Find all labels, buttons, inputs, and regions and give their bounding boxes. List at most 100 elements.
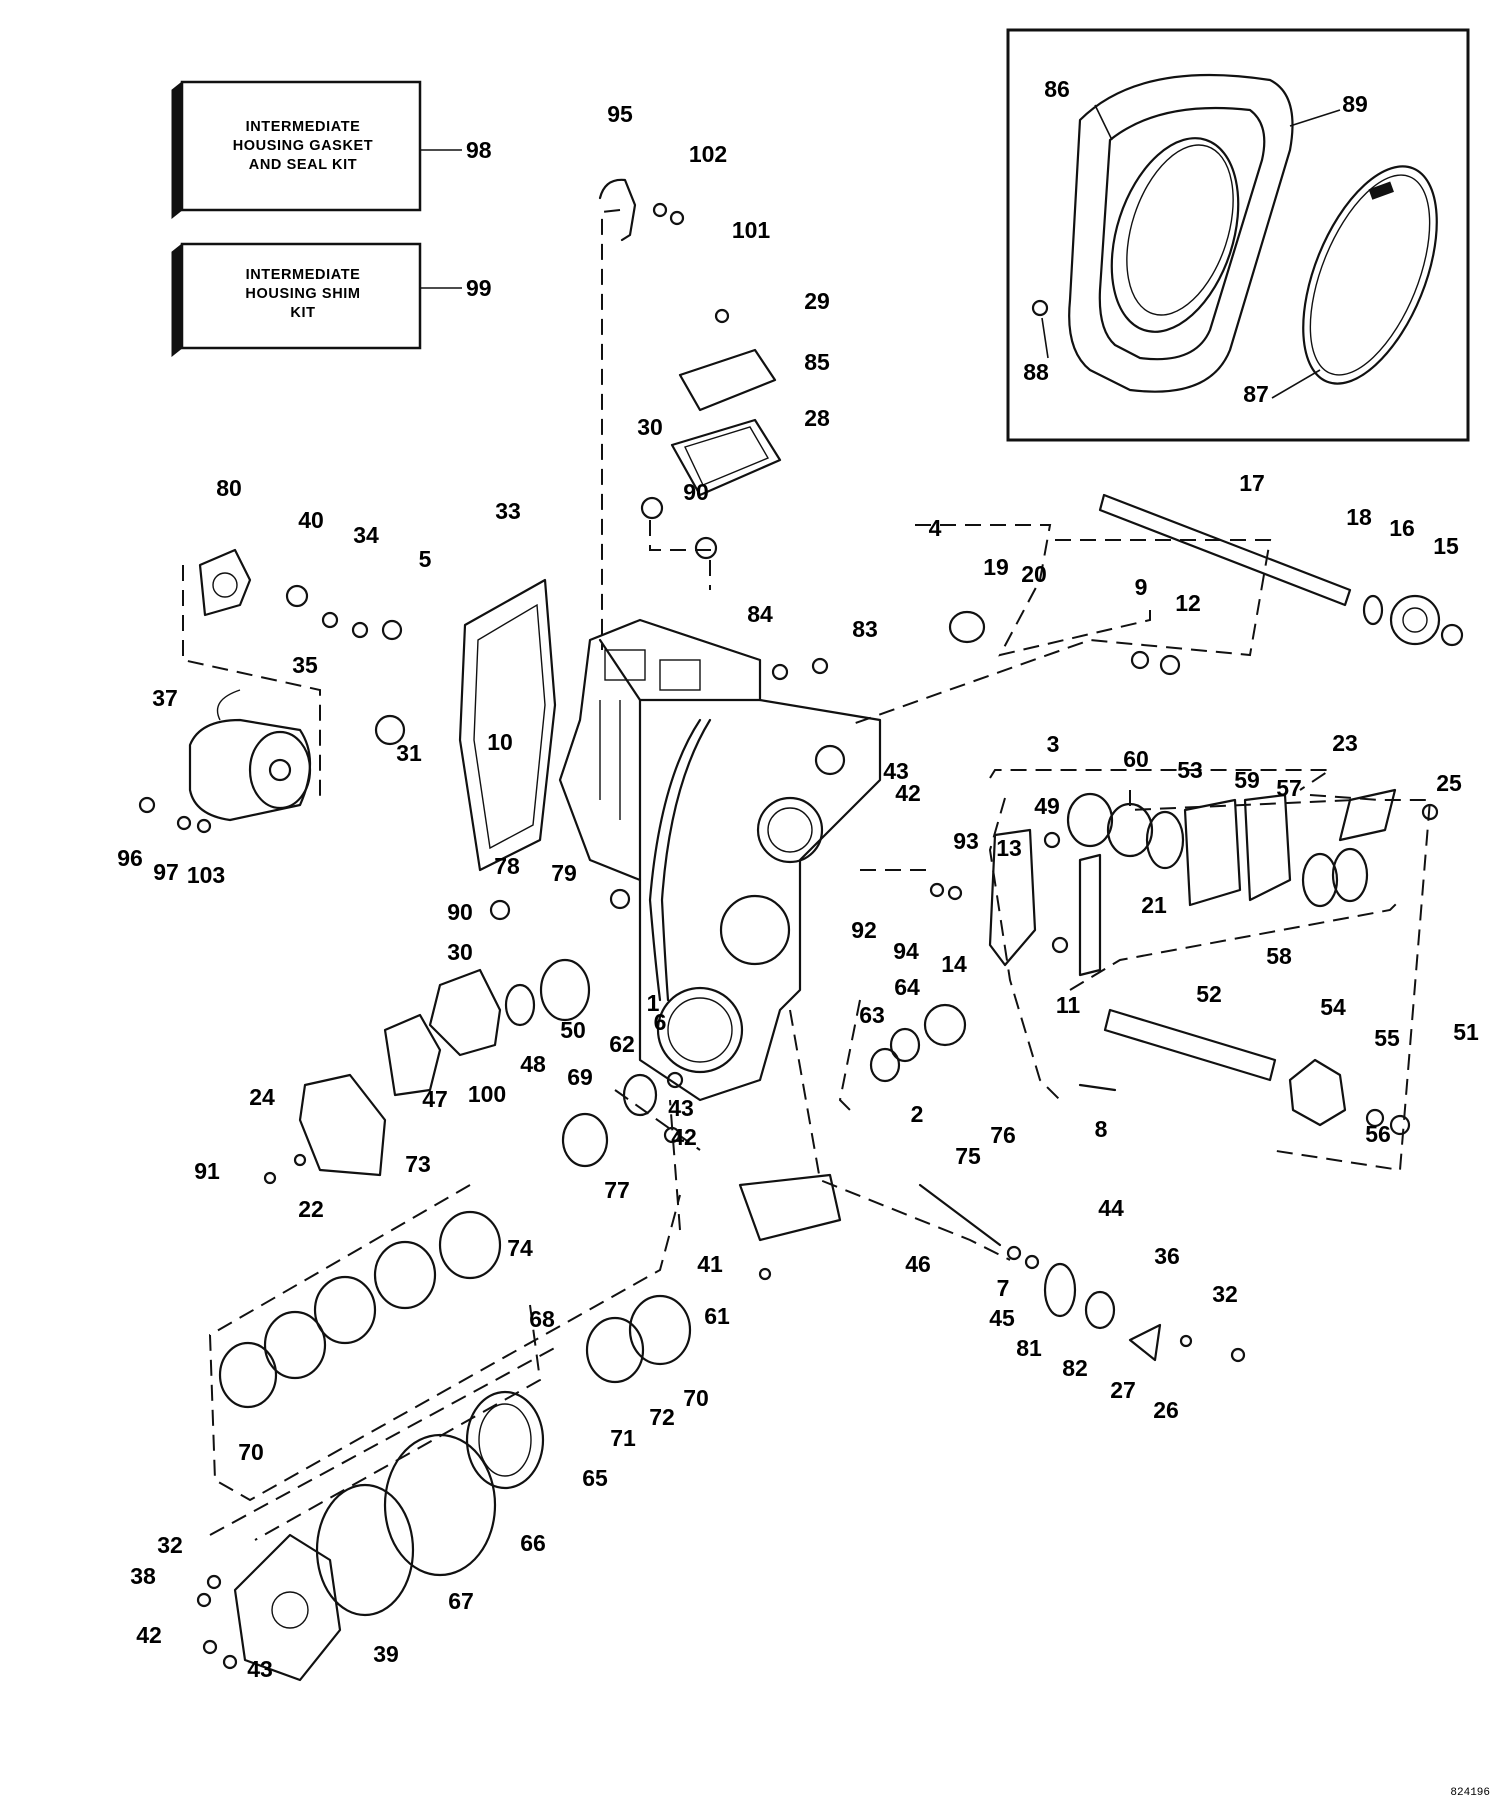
callout-35: 35 xyxy=(292,652,318,678)
callout-43: 43 xyxy=(247,1656,273,1682)
callout-26: 26 xyxy=(1153,1397,1179,1423)
spring-81 xyxy=(1043,1262,1077,1318)
gasket-66 xyxy=(383,1433,497,1577)
clutch-plates-68 xyxy=(218,1210,502,1409)
callout-47: 47 xyxy=(422,1086,448,1112)
callout-41: 41 xyxy=(697,1251,723,1277)
callout-32: 32 xyxy=(1212,1281,1238,1307)
callout-71: 71 xyxy=(610,1425,636,1451)
callout-69: 69 xyxy=(567,1064,593,1090)
callout-101: 101 xyxy=(732,217,771,243)
callout-28: 28 xyxy=(804,405,830,431)
callout-77: 77 xyxy=(604,1177,630,1203)
callout-33: 33 xyxy=(495,498,521,524)
coupler-54 xyxy=(1288,1058,1347,1127)
kit-box-shim: INTERMEDIATE HOUSING SHIM KIT xyxy=(171,242,462,358)
callout-80: 80 xyxy=(216,475,242,501)
shift-solenoid-37 xyxy=(188,689,312,822)
callout-67: 67 xyxy=(448,1588,474,1614)
callout-70: 70 xyxy=(683,1385,709,1411)
callout-38: 38 xyxy=(130,1563,156,1589)
bellows-inset xyxy=(1006,28,1470,442)
callout-2: 2 xyxy=(911,1101,924,1127)
kit-box-shim-line1: INTERMEDIATE xyxy=(246,267,361,283)
ring-gear-65 xyxy=(465,1390,545,1490)
callout-11: 11 xyxy=(1056,992,1081,1018)
callout-30: 30 xyxy=(447,939,473,965)
oring-67 xyxy=(315,1483,415,1617)
callout-13: 13 xyxy=(996,835,1022,861)
callout-64: 64 xyxy=(894,974,920,1000)
callout-90: 90 xyxy=(683,479,709,505)
kit-box-gasket-seal-line2: HOUSING GASKET xyxy=(233,138,374,154)
clip-95 xyxy=(598,178,637,242)
gasket-59 xyxy=(1183,798,1242,907)
callout-91: 91 xyxy=(194,1158,220,1184)
callout-59: 59 xyxy=(1234,767,1260,793)
callout-12: 12 xyxy=(1175,590,1201,616)
plate-27 xyxy=(1128,1323,1162,1362)
callout-76: 76 xyxy=(990,1122,1016,1148)
kit-box-gasket-seal-line3: AND SEAL KIT xyxy=(249,157,357,173)
callout-37: 37 xyxy=(152,685,178,711)
bracket-21 xyxy=(1078,853,1102,977)
shift-lever-14 xyxy=(988,828,1037,967)
callout-74: 74 xyxy=(507,1235,533,1261)
plates-70 xyxy=(585,1294,692,1384)
callout-62: 62 xyxy=(609,1031,635,1057)
callout-83: 83 xyxy=(852,616,878,642)
callout-79: 79 xyxy=(551,860,577,886)
callout-50: 50 xyxy=(560,1017,586,1043)
callout-99: 99 xyxy=(466,275,492,301)
cover-39 xyxy=(233,1533,342,1682)
callout-82: 82 xyxy=(1062,1355,1088,1381)
callout-14: 14 xyxy=(941,951,967,977)
callout-55: 55 xyxy=(1374,1025,1400,1051)
callout-45: 45 xyxy=(989,1305,1015,1331)
callout-19: 19 xyxy=(983,554,1009,580)
callout-86: 86 xyxy=(1044,76,1070,102)
callout-88: 88 xyxy=(1023,359,1049,385)
pinion-69 xyxy=(561,1112,609,1168)
callout-85: 85 xyxy=(804,349,830,375)
plate-100 xyxy=(428,968,502,1057)
cover-plate-80 xyxy=(198,548,252,617)
oring-53 xyxy=(1145,810,1185,870)
callout-24: 24 xyxy=(249,1084,275,1110)
rod-46 xyxy=(918,1183,1002,1247)
kit-box-shim-line2: HOUSING SHIM xyxy=(245,286,360,302)
assembly-dashed-lines xyxy=(182,209,1432,1541)
oring-48 xyxy=(504,983,536,1027)
callout-44: 44 xyxy=(1098,1195,1124,1221)
seal-58 xyxy=(1301,847,1369,908)
kit-box-gasket-seal-line1: INTERMEDIATE xyxy=(246,119,361,135)
callout-89: 89 xyxy=(1342,91,1368,117)
callout-30: 30 xyxy=(637,414,663,440)
callout-31: 31 xyxy=(396,740,422,766)
callout-65: 65 xyxy=(582,1465,608,1491)
washers-2 xyxy=(869,1027,921,1083)
bearing-50 xyxy=(539,958,591,1022)
bearing-60 xyxy=(1066,792,1154,858)
callout-98: 98 xyxy=(466,137,492,163)
gasket-28 xyxy=(670,418,782,497)
callout-70: 70 xyxy=(238,1439,264,1465)
callout-25: 25 xyxy=(1436,770,1462,796)
callout-102: 102 xyxy=(689,141,727,167)
callout-40: 40 xyxy=(298,507,324,533)
callout-81: 81 xyxy=(1016,1335,1042,1361)
callout-78: 78 xyxy=(494,853,520,879)
callout-3: 3 xyxy=(1047,731,1060,757)
callout-8: 8 xyxy=(1095,1116,1108,1142)
callout-16: 16 xyxy=(1389,515,1415,541)
callout-18: 18 xyxy=(1346,504,1372,530)
callout-56: 56 xyxy=(1365,1121,1391,1147)
gasket-33 xyxy=(458,578,557,872)
callout-7: 7 xyxy=(997,1275,1010,1301)
callout-21: 21 xyxy=(1141,892,1167,918)
callout-27: 27 xyxy=(1110,1377,1136,1403)
plate-85 xyxy=(678,348,777,412)
callout-92: 92 xyxy=(851,917,877,943)
callout-58: 58 xyxy=(1266,943,1292,969)
